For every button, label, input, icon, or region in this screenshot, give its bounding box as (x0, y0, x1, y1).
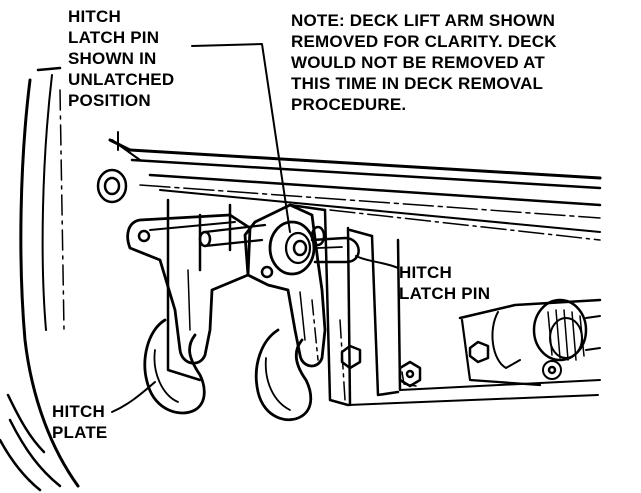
mounting-bracket (166, 198, 601, 407)
leader-latch-pin-unlatched (191, 43, 291, 233)
hitch-plate-left (126, 213, 252, 415)
deck-frame (108, 131, 602, 241)
leader-latch-pin (355, 255, 399, 269)
label-line: HITCH (68, 7, 121, 26)
note-line: NOTE: DECK LIFT ARM SHOWN (291, 11, 556, 30)
leader-lines (111, 43, 399, 413)
label-line: HITCH (399, 263, 452, 282)
label-line: LATCH PIN (68, 28, 160, 47)
hex-bolts (340, 340, 490, 388)
label-hitch-plate: HITCH PLATE (52, 401, 107, 443)
note-text: NOTE: DECK LIFT ARM SHOWN REMOVED FOR CL… (291, 10, 557, 115)
tire (0, 66, 80, 492)
label-line: POSITION (68, 91, 151, 110)
note-line: WOULD NOT BE REMOVED AT (291, 53, 545, 72)
label-line: SHOWN IN (68, 49, 157, 68)
label-line: PLATE (52, 423, 108, 442)
label-line: LATCH PIN (399, 284, 491, 303)
drive-assembly (458, 298, 602, 387)
frame-knob (96, 168, 128, 204)
note-line: PROCEDURE. (291, 95, 407, 114)
label-hitch-latch-pin-unlatched: HITCH LATCH PIN SHOWN IN UNLATCHED POSIT… (68, 6, 174, 111)
label-line: HITCH (52, 402, 105, 421)
leader-hitch-plate (111, 381, 156, 413)
note-line: THIS TIME IN DECK REMOVAL (291, 74, 544, 93)
hitch-plate-right (243, 203, 327, 421)
latch-pin-assembly (198, 220, 360, 276)
note-line: REMOVED FOR CLARITY. DECK (291, 32, 557, 51)
label-hitch-latch-pin: HITCH LATCH PIN (399, 262, 490, 304)
label-line: UNLATCHED (68, 70, 175, 89)
